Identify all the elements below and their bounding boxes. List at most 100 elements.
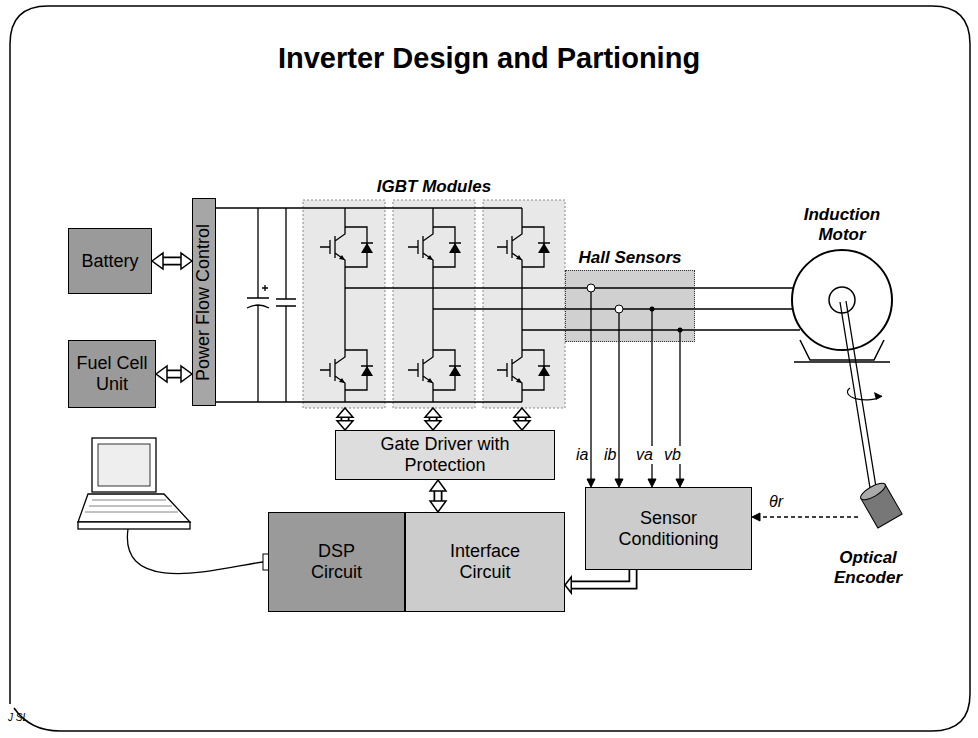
igbt-symbol bbox=[497, 345, 550, 395]
capacitor bbox=[276, 208, 296, 402]
igbt-symbol bbox=[497, 222, 550, 272]
arrowhead bbox=[152, 253, 163, 269]
connector bbox=[615, 342, 623, 487]
sensor-stub bbox=[591, 292, 680, 342]
connector-core bbox=[435, 491, 441, 501]
connector-core bbox=[571, 570, 633, 585]
connector bbox=[425, 408, 441, 430]
box-label: Fuel Cell Unit bbox=[74, 353, 150, 395]
arrowhead bbox=[615, 479, 623, 487]
connector-line bbox=[590, 342, 591, 479]
conditioning-box: Sensor Conditioning bbox=[585, 487, 752, 570]
connector-core bbox=[167, 371, 181, 377]
arrowhead bbox=[156, 366, 167, 382]
connector-outline bbox=[571, 570, 633, 585]
box-label: Interface Circuit bbox=[439, 541, 531, 583]
arrowhead bbox=[648, 479, 656, 487]
driver-box: Gate Driver with Protection bbox=[335, 430, 555, 480]
arrowhead bbox=[587, 479, 595, 487]
part-heading: IGBT Modules bbox=[293, 177, 575, 197]
electrolytic-capacitor bbox=[247, 208, 269, 402]
part-heading: Optical Encoder bbox=[812, 548, 924, 588]
connector-outline bbox=[167, 370, 181, 379]
laptop-base bbox=[78, 494, 190, 522]
phase-wire bbox=[345, 288, 800, 330]
signal-name: θr bbox=[768, 493, 784, 511]
connector-outline bbox=[163, 257, 181, 266]
connector bbox=[676, 342, 684, 487]
box-label: Battery bbox=[81, 251, 138, 272]
igbt-module-outline bbox=[393, 200, 475, 408]
connector bbox=[587, 342, 595, 487]
signal-name: ib bbox=[603, 446, 617, 464]
connector bbox=[565, 570, 633, 593]
arrowhead bbox=[430, 480, 446, 491]
connector-line bbox=[618, 342, 619, 479]
igbt-symbol bbox=[408, 345, 461, 395]
connector bbox=[752, 513, 858, 521]
igbt-module-outline bbox=[303, 200, 385, 408]
arrowhead bbox=[181, 366, 192, 382]
connector-core bbox=[163, 258, 181, 264]
gate-signal-arrow bbox=[337, 408, 353, 430]
arrowhead bbox=[337, 421, 353, 430]
box-label: Gate Driver with Protection bbox=[370, 434, 520, 476]
author-initials: J SL bbox=[8, 712, 28, 723]
encoder-body bbox=[858, 480, 902, 528]
encoder-figure: Optical Encoder bbox=[822, 478, 914, 588]
connector bbox=[430, 480, 446, 512]
serial-cable bbox=[127, 529, 263, 574]
igbt-symbol bbox=[408, 222, 461, 272]
igbt-module-outline bbox=[483, 200, 565, 408]
source-box: Fuel Cell Unit bbox=[68, 340, 156, 408]
connector bbox=[156, 366, 192, 382]
arrowhead bbox=[514, 421, 530, 430]
source-box: Battery bbox=[68, 228, 152, 294]
hall-sensor-fill bbox=[565, 270, 695, 342]
phase-leg bbox=[345, 208, 522, 402]
connector bbox=[152, 253, 192, 269]
motor-rotor bbox=[829, 287, 855, 313]
slide-title: Inverter Design and Partioning bbox=[0, 42, 978, 75]
arrowhead bbox=[430, 501, 446, 512]
current-sensor-ring bbox=[587, 284, 595, 292]
current-sensor-ring bbox=[615, 305, 623, 313]
motor-figure: Induction Motor bbox=[790, 248, 894, 352]
slide-frame bbox=[10, 6, 970, 731]
igbt-symbol bbox=[320, 345, 373, 395]
arrowhead bbox=[752, 513, 760, 521]
arrowhead bbox=[565, 577, 571, 593]
connector-outline bbox=[434, 491, 443, 501]
dsp-box: DSP Circuit bbox=[268, 512, 405, 612]
igbt-symbol bbox=[320, 222, 373, 272]
arrowhead bbox=[181, 253, 192, 269]
box-label: Sensor Conditioning bbox=[609, 508, 729, 550]
laptop-screen bbox=[92, 438, 156, 492]
arrowhead bbox=[337, 408, 353, 417]
part-heading: Induction Motor bbox=[780, 205, 904, 245]
sensor-box: Hall Sensors bbox=[565, 270, 695, 342]
gate-signal-arrow bbox=[514, 408, 530, 430]
laptop-front bbox=[78, 522, 190, 529]
laptop-display bbox=[98, 444, 150, 486]
arrowhead bbox=[425, 421, 441, 430]
laptop-keys bbox=[85, 500, 178, 512]
arrowhead bbox=[676, 479, 684, 487]
control-bar: Power Flow Control bbox=[192, 198, 216, 406]
rotation-arrow bbox=[847, 388, 882, 400]
rotation-arrowhead bbox=[874, 392, 882, 400]
dc-bus bbox=[215, 208, 522, 402]
igbt-module-group: IGBT Modules bbox=[303, 200, 565, 408]
signal-name: vb bbox=[663, 446, 682, 464]
signal-name: va bbox=[635, 446, 654, 464]
signal-name: ia bbox=[575, 446, 589, 464]
connector bbox=[648, 342, 656, 487]
motor-shaft bbox=[840, 301, 876, 488]
part-heading: Hall Sensors bbox=[556, 248, 704, 268]
interface-box: Interface Circuit bbox=[405, 512, 565, 612]
motor-housing bbox=[792, 250, 892, 350]
box-label: DSP Circuit bbox=[301, 541, 373, 583]
connector-line bbox=[760, 516, 858, 517]
box-label: Power Flow Control bbox=[194, 223, 215, 380]
arrowhead bbox=[425, 408, 441, 417]
